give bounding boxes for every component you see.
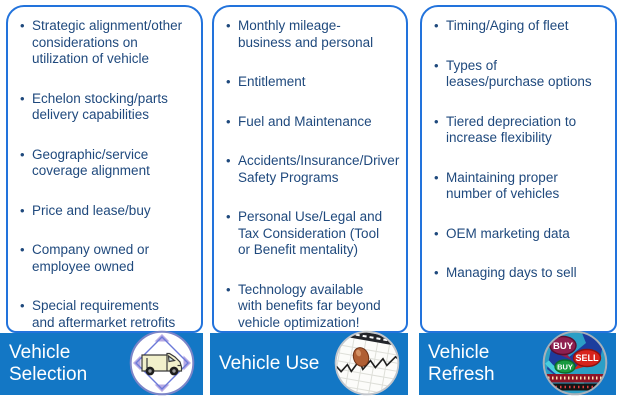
bullet-item: Price and lease/buy [20, 203, 185, 220]
bullet-item: Fuel and Maintenance [226, 114, 390, 131]
banner-title: Vehicle Refresh [428, 342, 495, 385]
bullet-item: Types of leases/purchase options [434, 58, 599, 91]
bullet-item: Geographic/service coverage alignment [20, 147, 185, 180]
bullet-item: Managing days to sell [434, 265, 599, 282]
svg-text:BUY: BUY [553, 341, 574, 352]
svg-text:SELL: SELL [575, 353, 599, 363]
banner-title: Vehicle Use [219, 353, 320, 374]
vehicle-selection-bullet-list: Strategic alignment/other considerations… [8, 7, 201, 331]
vehicle-use-card: Monthly mileage-business and personal En… [212, 5, 408, 333]
van-icon [129, 330, 195, 396]
bullet-item: Company owned or employee owned [20, 242, 185, 275]
vehicle-refresh-bullet-list: Timing/Aging of fleet Types of leases/pu… [422, 7, 615, 282]
bullet-item: Timing/Aging of fleet [434, 18, 599, 35]
vehicle-refresh-card: Timing/Aging of fleet Types of leases/pu… [420, 5, 617, 333]
banner-title: Vehicle Selection [9, 342, 88, 385]
vehicle-selection-card: Strategic alignment/other considerations… [6, 5, 203, 333]
bullet-item: Maintaining proper number of vehicles [434, 170, 599, 203]
buy-sell-arrows-icon: BUY SELL BUY [542, 330, 608, 396]
bullet-item: Monthly mileage-business and personal [226, 18, 390, 51]
vehicle-use-banner: Vehicle Use [210, 330, 408, 396]
sell-bubble: SELL [572, 348, 602, 370]
bullet-item: Special requirements and aftermarket ret… [20, 298, 185, 331]
chart-pushpin-icon [334, 330, 400, 396]
bullet-item: Technology available with benefits far b… [226, 282, 390, 332]
vehicle-use-bullet-list: Monthly mileage-business and personal En… [214, 7, 406, 331]
bullet-item: OEM marketing data [434, 226, 599, 243]
bullet-item: Entitlement [226, 74, 390, 91]
bullet-item: Personal Use/Legal and Tax Consideration… [226, 209, 390, 259]
bullet-item: Tiered depreciation to increase flexibil… [434, 114, 599, 147]
buy-bubble-small: BUY [554, 359, 576, 374]
vehicle-selection-banner: Vehicle Selection [0, 330, 203, 396]
bullet-item: Echelon stocking/parts delivery capabili… [20, 91, 185, 124]
bullet-item: Accidents/Insurance/Driver Safety Progra… [226, 153, 399, 186]
bullet-item: Strategic alignment/other considerations… [20, 18, 185, 68]
vehicle-refresh-banner: Vehicle Refresh BUY [419, 330, 616, 396]
svg-text:BUY: BUY [557, 363, 573, 372]
